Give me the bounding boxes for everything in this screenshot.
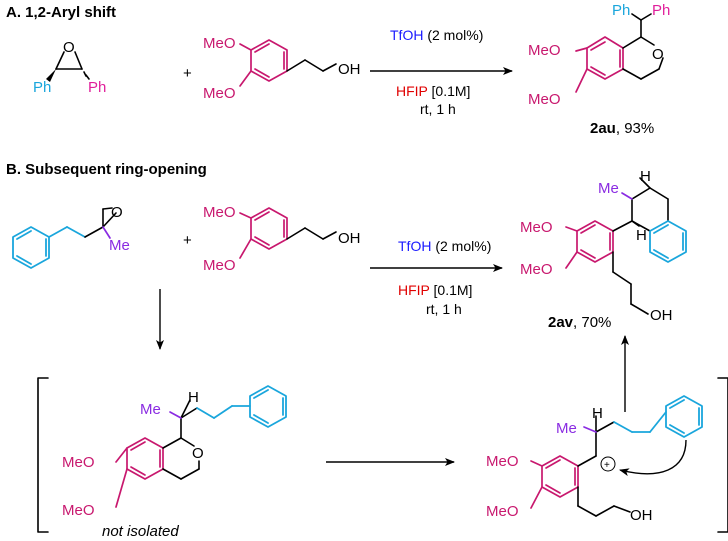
intermediate-meo-bottom: MeO bbox=[62, 502, 95, 519]
catalyst-loading-a: (2 mol%) bbox=[427, 27, 483, 43]
product-2au-ph-left: Ph bbox=[612, 2, 630, 19]
product-2av-h-top: H bbox=[640, 168, 651, 185]
intermediate-note: not isolated bbox=[102, 523, 179, 540]
product-2av-yield: , 70% bbox=[573, 314, 611, 331]
bracket-left bbox=[37, 377, 49, 533]
conditions-a: TfOH (2 mol%) HFIP [0.1M] rt, 1 h bbox=[370, 27, 513, 117]
plus-b: + bbox=[183, 232, 192, 249]
intermediate-me: Me bbox=[140, 401, 161, 418]
intermediate-oxygen: O bbox=[192, 445, 204, 462]
temp-time-a: rt, 1 h bbox=[420, 101, 456, 117]
alcohol-b-meo-bottom: MeO bbox=[203, 257, 236, 274]
carbocation: MeO MeO + H Me OH bbox=[486, 395, 703, 524]
bracket-right bbox=[717, 377, 728, 533]
product-2av: MeO MeO H H Me OH 2av, 70% bbox=[520, 168, 687, 331]
intermediate: MeO MeO O H Me not isolated bbox=[62, 385, 287, 540]
product-2av-me: Me bbox=[598, 180, 619, 197]
solvent-a: HFIP bbox=[396, 83, 428, 99]
epoxide-a-oxygen: O bbox=[63, 39, 75, 56]
alcohol-b-meo-top: MeO bbox=[203, 204, 236, 221]
section-b-title: B. Subsequent ring-opening bbox=[6, 161, 207, 178]
product-2au-yield: , 93% bbox=[616, 120, 654, 137]
alcohol-a-oh: OH bbox=[338, 61, 361, 78]
cation-meo-bottom: MeO bbox=[486, 503, 519, 520]
section-a-title: A. 1,2-Aryl shift bbox=[6, 4, 116, 21]
concentration-b: [0.1M] bbox=[434, 282, 473, 298]
epoxide-b-oxygen: O bbox=[111, 204, 123, 221]
epoxide-a-ph-right: Ph bbox=[88, 79, 106, 96]
plus-a: + bbox=[183, 65, 192, 82]
svg-text:2av, 70%: 2av, 70% bbox=[548, 314, 611, 331]
cation-charge: + bbox=[604, 460, 610, 471]
alcohol-b: OH MeO MeO bbox=[203, 204, 361, 274]
alcohol-a: OH MeO MeO bbox=[203, 35, 361, 102]
product-2av-meo-top: MeO bbox=[520, 219, 553, 236]
intermediate-h: H bbox=[188, 389, 199, 406]
product-2av-oh: OH bbox=[650, 307, 673, 324]
svg-text:HFIP [0.1M]: HFIP [0.1M] bbox=[396, 83, 470, 99]
product-2av-label: 2av bbox=[548, 314, 574, 331]
intermediate-meo-top: MeO bbox=[62, 454, 95, 471]
cation-oh: OH bbox=[630, 507, 653, 524]
product-2av-h-mid: H bbox=[636, 227, 647, 244]
epoxide-b: O Me bbox=[12, 204, 130, 269]
conditions-b: TfOH (2 mol%) HFIP [0.1M] rt, 1 h bbox=[370, 238, 503, 317]
cation-charge-circle bbox=[600, 456, 616, 472]
catalyst-b: TfOH bbox=[398, 238, 431, 254]
product-2au-oxygen: O bbox=[652, 46, 664, 63]
svg-text:2au, 93%: 2au, 93% bbox=[590, 120, 654, 137]
cation-meo-top: MeO bbox=[486, 453, 519, 470]
alcohol-b-oh: OH bbox=[338, 230, 361, 247]
alcohol-a-meo-bottom: MeO bbox=[203, 85, 236, 102]
temp-time-b: rt, 1 h bbox=[426, 301, 462, 317]
alcohol-a-meo-top: MeO bbox=[203, 35, 236, 52]
product-2av-meo-bottom: MeO bbox=[520, 261, 553, 278]
product-2au-meo-bottom: MeO bbox=[528, 91, 561, 108]
epoxide-b-me: Me bbox=[109, 237, 130, 254]
cation-me: Me bbox=[556, 420, 577, 437]
epoxide-a-ph-left: Ph bbox=[33, 79, 51, 96]
product-2au-meo-top: MeO bbox=[528, 42, 561, 59]
catalyst-a: TfOH bbox=[390, 27, 423, 43]
catalyst-loading-b: (2 mol%) bbox=[435, 238, 491, 254]
concentration-a: [0.1M] bbox=[432, 83, 471, 99]
product-2au-ph-right: Ph bbox=[652, 2, 670, 19]
solvent-b: HFIP bbox=[398, 282, 430, 298]
product-2au-label: 2au bbox=[590, 120, 616, 137]
cation-h: H bbox=[592, 405, 603, 422]
svg-text:TfOH (2 mol%): TfOH (2 mol%) bbox=[390, 27, 483, 43]
epoxide-a: O Ph Ph bbox=[33, 39, 106, 96]
svg-text:TfOH (2 mol%): TfOH (2 mol%) bbox=[398, 238, 491, 254]
product-2au: O Ph Ph MeO MeO 2au, 93% bbox=[528, 2, 670, 137]
svg-text:HFIP [0.1M]: HFIP [0.1M] bbox=[398, 282, 472, 298]
curved-arrow bbox=[619, 439, 687, 477]
